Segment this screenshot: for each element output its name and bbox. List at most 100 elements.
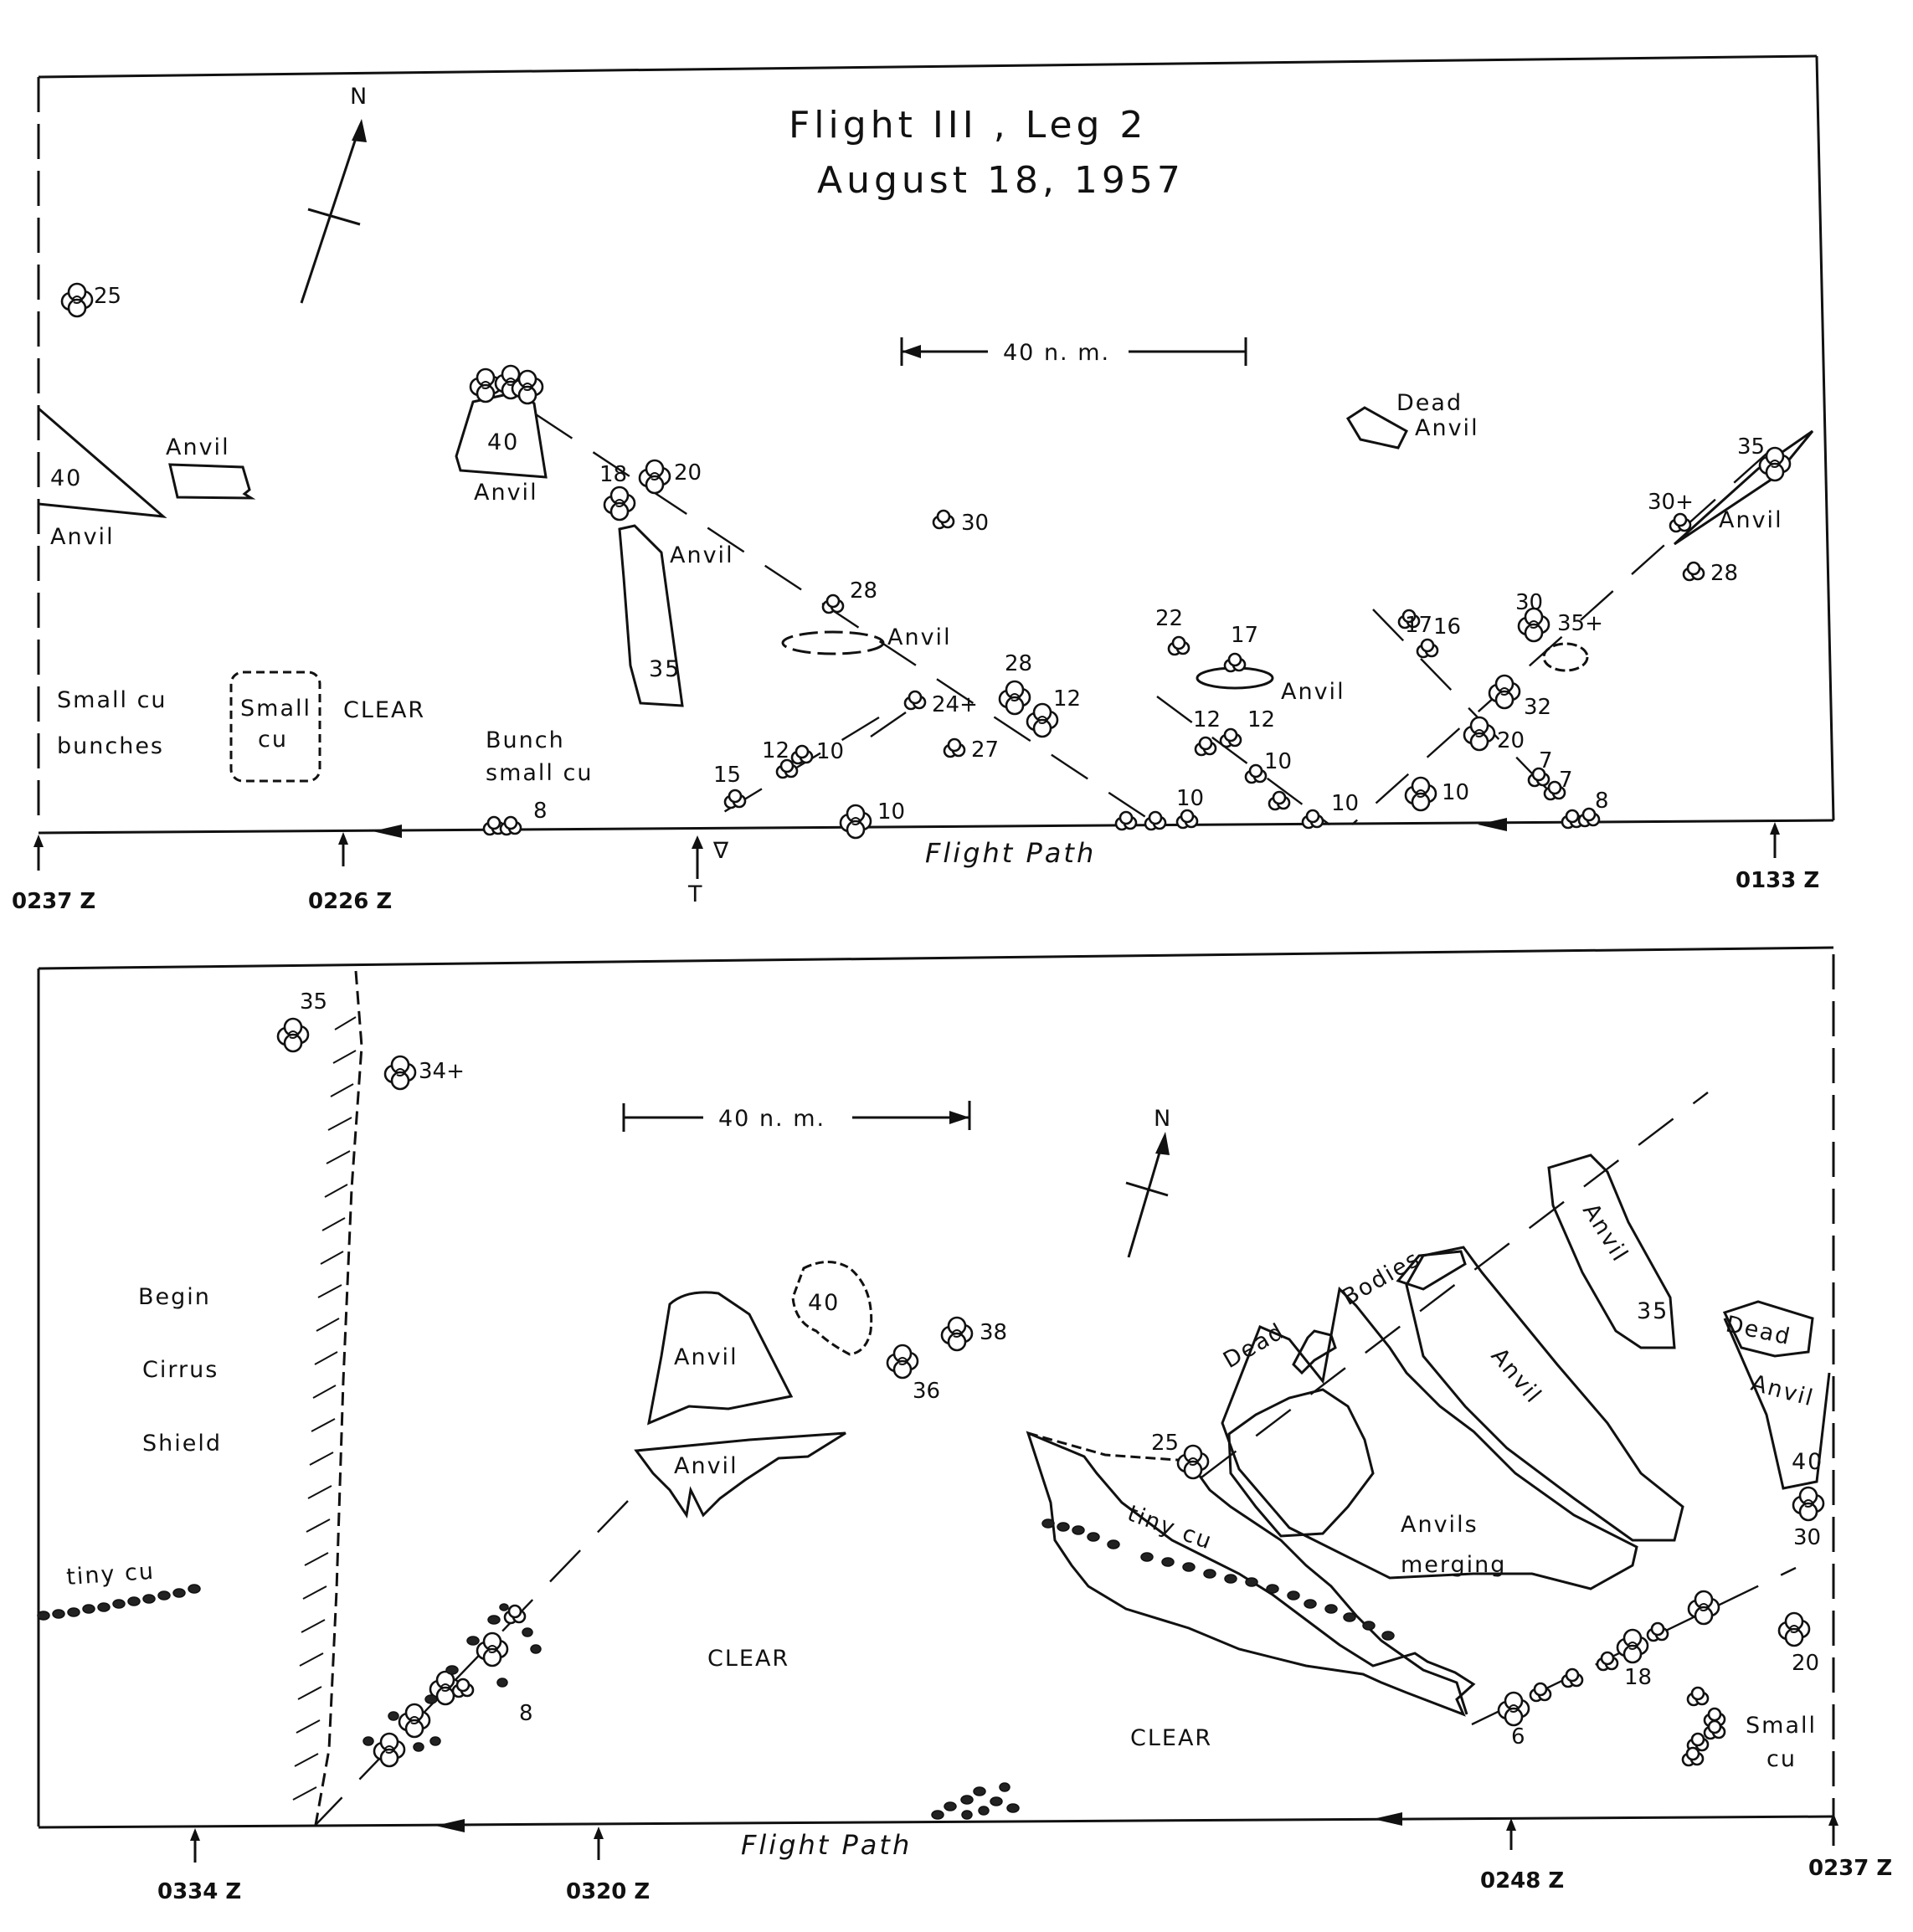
small-cu-box-label-1: Small	[240, 696, 311, 722]
cell	[638, 459, 671, 495]
cell-label: 12	[1053, 686, 1081, 712]
cell-label: 30	[961, 511, 989, 536]
cell-label: 27	[971, 737, 999, 763]
small-cu-bunches-2: bunches	[57, 733, 164, 759]
dead-anvil-label-1: Dead	[1396, 390, 1463, 416]
cell-label: 35	[1737, 434, 1765, 460]
bunch-label-1: Bunch	[486, 727, 565, 753]
cell-label: 8	[1595, 789, 1609, 814]
anvils-merging-label-2: merging	[1401, 1552, 1506, 1578]
anvil-35-bottom-label: Anvil	[1577, 1199, 1633, 1267]
cell	[1244, 763, 1268, 784]
tiny-cu-left-label: tiny cu	[65, 1559, 156, 1590]
cell	[1463, 716, 1496, 752]
cell-40-label: 40	[808, 1290, 840, 1316]
anvil-35-shape	[618, 524, 684, 707]
anvil-mid-shape	[781, 630, 885, 655]
cell	[723, 789, 747, 809]
dead-label: Dead	[1219, 1318, 1289, 1374]
cell	[1792, 1486, 1825, 1522]
time-tick	[338, 832, 348, 866]
cell-40-outline	[791, 1261, 873, 1356]
dead-right-label: Dead	[1724, 1312, 1794, 1351]
cell-label: 32	[1524, 695, 1551, 720]
cell-label: 35	[300, 989, 327, 1015]
cell-label: 25	[1151, 1431, 1179, 1456]
cell-label: 10	[1176, 786, 1204, 811]
anvil-a-shape	[647, 1291, 794, 1426]
cell-label: 15	[713, 763, 741, 788]
cell	[940, 1316, 974, 1352]
shield-label: Shield	[142, 1431, 222, 1457]
cell-label: 36	[913, 1379, 940, 1404]
cell-label: 30	[1515, 590, 1543, 615]
small-cu-label-2: cu	[1766, 1746, 1797, 1772]
cell-label: 12	[1193, 707, 1221, 732]
cell	[943, 737, 966, 758]
t-marker-arrowhead	[692, 835, 703, 849]
cell-label: 10	[877, 799, 905, 825]
dead-body-2	[1396, 1250, 1467, 1291]
cell-label: 16	[1433, 614, 1461, 640]
scale-bar-bottom: 40 n. m.	[622, 1101, 971, 1132]
anvil-35-label: Anvil	[670, 542, 734, 568]
north-arrow-icon: N	[300, 84, 368, 304]
anvil-long-label: Anvil	[1486, 1344, 1547, 1410]
top-panel: Flight Path Flight III , Leg 2 August 18…	[12, 54, 1835, 914]
north-label: N	[350, 84, 368, 110]
scale-bar: 40 n. m.	[900, 337, 1247, 366]
time-label: 0133 Z	[1736, 868, 1819, 893]
cell	[790, 744, 814, 765]
tiny-cu-right-label: tiny cu	[1124, 1500, 1216, 1554]
bottom-flight-arrow-2	[1373, 1812, 1402, 1826]
anvil-complex-shape	[1026, 1431, 1476, 1717]
squall-line-1	[535, 413, 1158, 826]
small-cu-bunches-1: Small cu	[57, 687, 167, 713]
anvil-right-bottom-number: 40	[1792, 1449, 1823, 1475]
cell	[1194, 736, 1217, 757]
cell-label: 25	[94, 284, 121, 309]
time-tick	[1506, 1818, 1516, 1850]
time-label: 0226 Z	[308, 889, 392, 914]
cell-label: 20	[1497, 728, 1525, 753]
anvil-left-label: Anvil	[50, 524, 115, 550]
anvil-left-shape	[38, 407, 167, 518]
cell-label: 8	[519, 1701, 533, 1726]
bottom-flight-path-line	[38, 1815, 1834, 1829]
cell	[276, 1017, 310, 1053]
cell	[1416, 638, 1439, 659]
cell-anvil-40-top	[469, 364, 544, 405]
cell-label: 28	[850, 578, 877, 604]
cell-label: 10	[1264, 749, 1292, 774]
bottom-flight-path-label: Flight Path	[741, 1829, 912, 1861]
cell	[60, 282, 94, 318]
anvil-right-label: Anvil	[1719, 507, 1783, 533]
cell	[903, 690, 927, 711]
anvil-b-shape	[634, 1431, 846, 1518]
time-tick	[594, 1827, 604, 1860]
bottom-panel: Flight Path 40 n. m. N	[37, 946, 1892, 1904]
cell-label: 28	[1710, 561, 1738, 586]
cell-label: 8	[533, 799, 548, 824]
time-label: 0237 Z	[1808, 1856, 1892, 1881]
small-cu-box	[229, 671, 321, 783]
cu-cluster-small	[1681, 1686, 1726, 1767]
cell-label: 18	[599, 462, 627, 487]
cu-cluster-bottom	[931, 1782, 1020, 1820]
time-label: 0320 Z	[566, 1879, 650, 1904]
t-marker-label: T	[687, 881, 704, 907]
bottom-clear-left: CLEAR	[707, 1646, 789, 1672]
cell-label: 17	[1405, 613, 1432, 638]
cell	[1404, 776, 1437, 812]
anvil-right-shape	[1673, 429, 1814, 546]
anvils-merging-label-1: Anvils	[1401, 1512, 1478, 1538]
anvil-40-number: 40	[487, 429, 519, 455]
north-arrow-icon-bottom: N	[1125, 1106, 1170, 1258]
time-tick	[1828, 1813, 1838, 1846]
cell-label: 34+	[419, 1059, 465, 1084]
scale-label-bottom: 40 n. m.	[718, 1106, 825, 1132]
cell	[821, 593, 845, 614]
cu-cluster-lower-left	[363, 1603, 542, 1768]
cell	[1114, 809, 1324, 831]
time-tick	[1770, 822, 1780, 858]
